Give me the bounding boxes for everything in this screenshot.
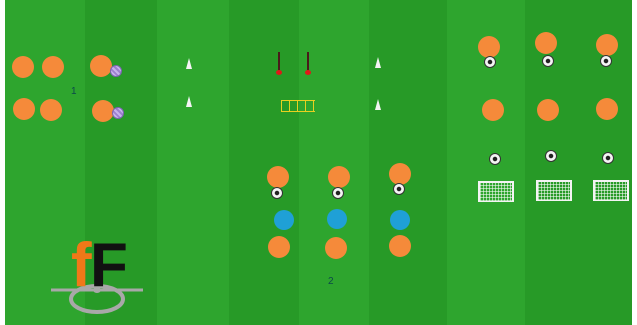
ball [542, 55, 554, 67]
player-orange [596, 98, 618, 120]
cone [186, 58, 192, 69]
ball [489, 153, 501, 165]
fantastic-football-logo: f F [47, 222, 147, 314]
pitch-stripe [157, 0, 229, 325]
player-orange [535, 32, 557, 54]
player-orange [482, 99, 504, 121]
player-orange [42, 56, 64, 78]
player-orange [92, 100, 114, 122]
grid-label-2: 2 [328, 276, 334, 287]
pitch-stripe [369, 0, 447, 325]
player-orange [268, 236, 290, 258]
ball [600, 55, 612, 67]
ball [332, 187, 344, 199]
player-orange [596, 34, 618, 56]
player-orange [389, 163, 411, 185]
player-orange [12, 56, 34, 78]
ball [545, 150, 557, 162]
ball-purple [112, 107, 124, 119]
player-blue [274, 210, 294, 230]
player-blue [390, 210, 410, 230]
ball [602, 152, 614, 164]
agility-ladder [281, 100, 315, 112]
player-orange [90, 55, 112, 77]
cone [375, 57, 381, 68]
player-orange [325, 237, 347, 259]
player-orange [478, 36, 500, 58]
player-orange [328, 166, 350, 188]
player-orange [537, 99, 559, 121]
mini-goal [478, 181, 514, 202]
cone [375, 99, 381, 110]
player-orange [40, 99, 62, 121]
player-orange [267, 166, 289, 188]
player-blue [327, 209, 347, 229]
pitch-stripe [229, 0, 299, 325]
svg-text:f: f [71, 231, 92, 300]
mini-goal [593, 180, 629, 201]
player-orange [13, 98, 35, 120]
ball [393, 183, 405, 195]
grid-label-1: 1 [71, 86, 77, 97]
cone [186, 96, 192, 107]
svg-text:F: F [90, 231, 128, 300]
ball [484, 56, 496, 68]
center-circle-logo-icon: f F [47, 222, 147, 314]
player-orange [389, 235, 411, 257]
slalom-pole [307, 52, 309, 72]
ball-purple [110, 65, 122, 77]
slalom-pole [278, 52, 280, 72]
ball [271, 187, 283, 199]
mini-goal [536, 180, 572, 201]
pitch-stripe [299, 0, 369, 325]
